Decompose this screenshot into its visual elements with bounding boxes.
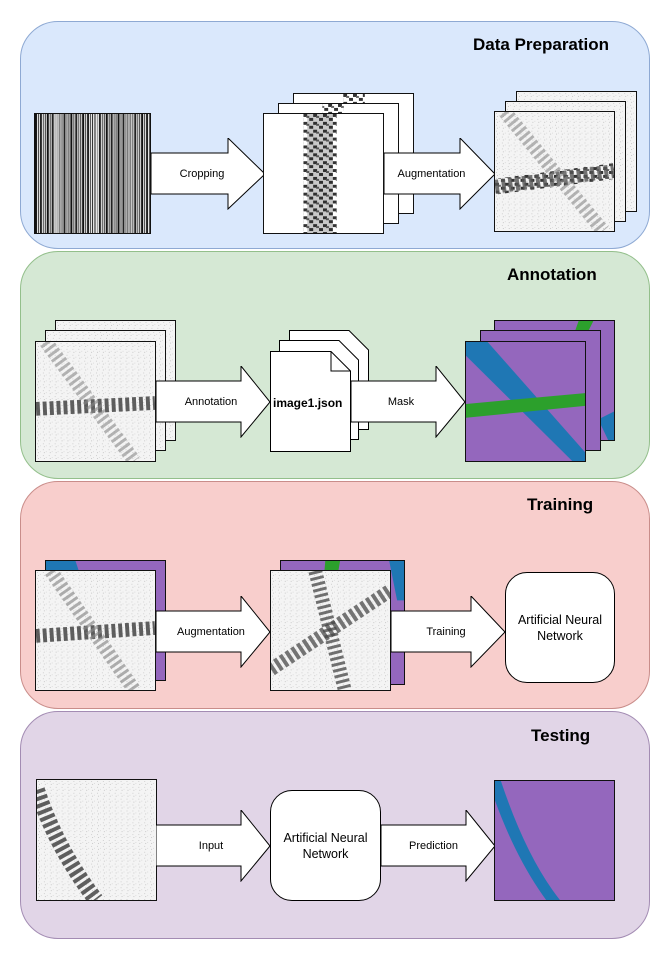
augmented-image xyxy=(494,111,615,232)
json-file-name: image1.json xyxy=(273,396,343,410)
arrow-label: Annotation xyxy=(184,396,238,408)
arrow-label: Mask xyxy=(387,396,415,408)
raw-image xyxy=(34,113,151,234)
arrow-input: Input xyxy=(156,810,271,882)
arrow-prediction: Prediction xyxy=(381,810,496,882)
augmented-input-image xyxy=(270,570,391,691)
arrow-label: Input xyxy=(198,840,224,852)
prediction-mask-image xyxy=(494,780,615,901)
section-title: Testing xyxy=(531,726,591,745)
ann-box-training: Artificial Neural Network xyxy=(505,572,615,683)
mask-image xyxy=(465,341,586,462)
test-input-image xyxy=(36,779,157,901)
arrow-label: Training xyxy=(426,626,466,638)
arrow-label: Cropping xyxy=(179,168,225,180)
arrow-label: Augmentation xyxy=(177,626,245,638)
ann-box-testing: Artificial Neural Network xyxy=(270,790,381,901)
arrow-augmentation: Augmentation xyxy=(156,596,271,668)
section-title: Annotation xyxy=(507,265,597,284)
arrow-augmentation: Augmentation xyxy=(384,138,496,210)
ann-box-label: Artificial Neural Network xyxy=(517,612,603,643)
input-image xyxy=(35,341,156,462)
arrow-label: Prediction xyxy=(409,840,458,852)
arrow-cropping: Cropping xyxy=(151,138,266,210)
cropped-image xyxy=(263,113,384,234)
arrow-training: Training xyxy=(391,596,506,668)
section-title: Training xyxy=(527,495,594,514)
ann-box-label: Artificial Neural Network xyxy=(283,830,368,861)
arrow-label: Augmentation xyxy=(397,168,466,180)
section-title: Data Preparation xyxy=(473,35,610,54)
arrow-annotation: Annotation xyxy=(156,366,271,438)
arrow-mask: Mask xyxy=(351,366,466,438)
training-input-image xyxy=(35,570,156,691)
